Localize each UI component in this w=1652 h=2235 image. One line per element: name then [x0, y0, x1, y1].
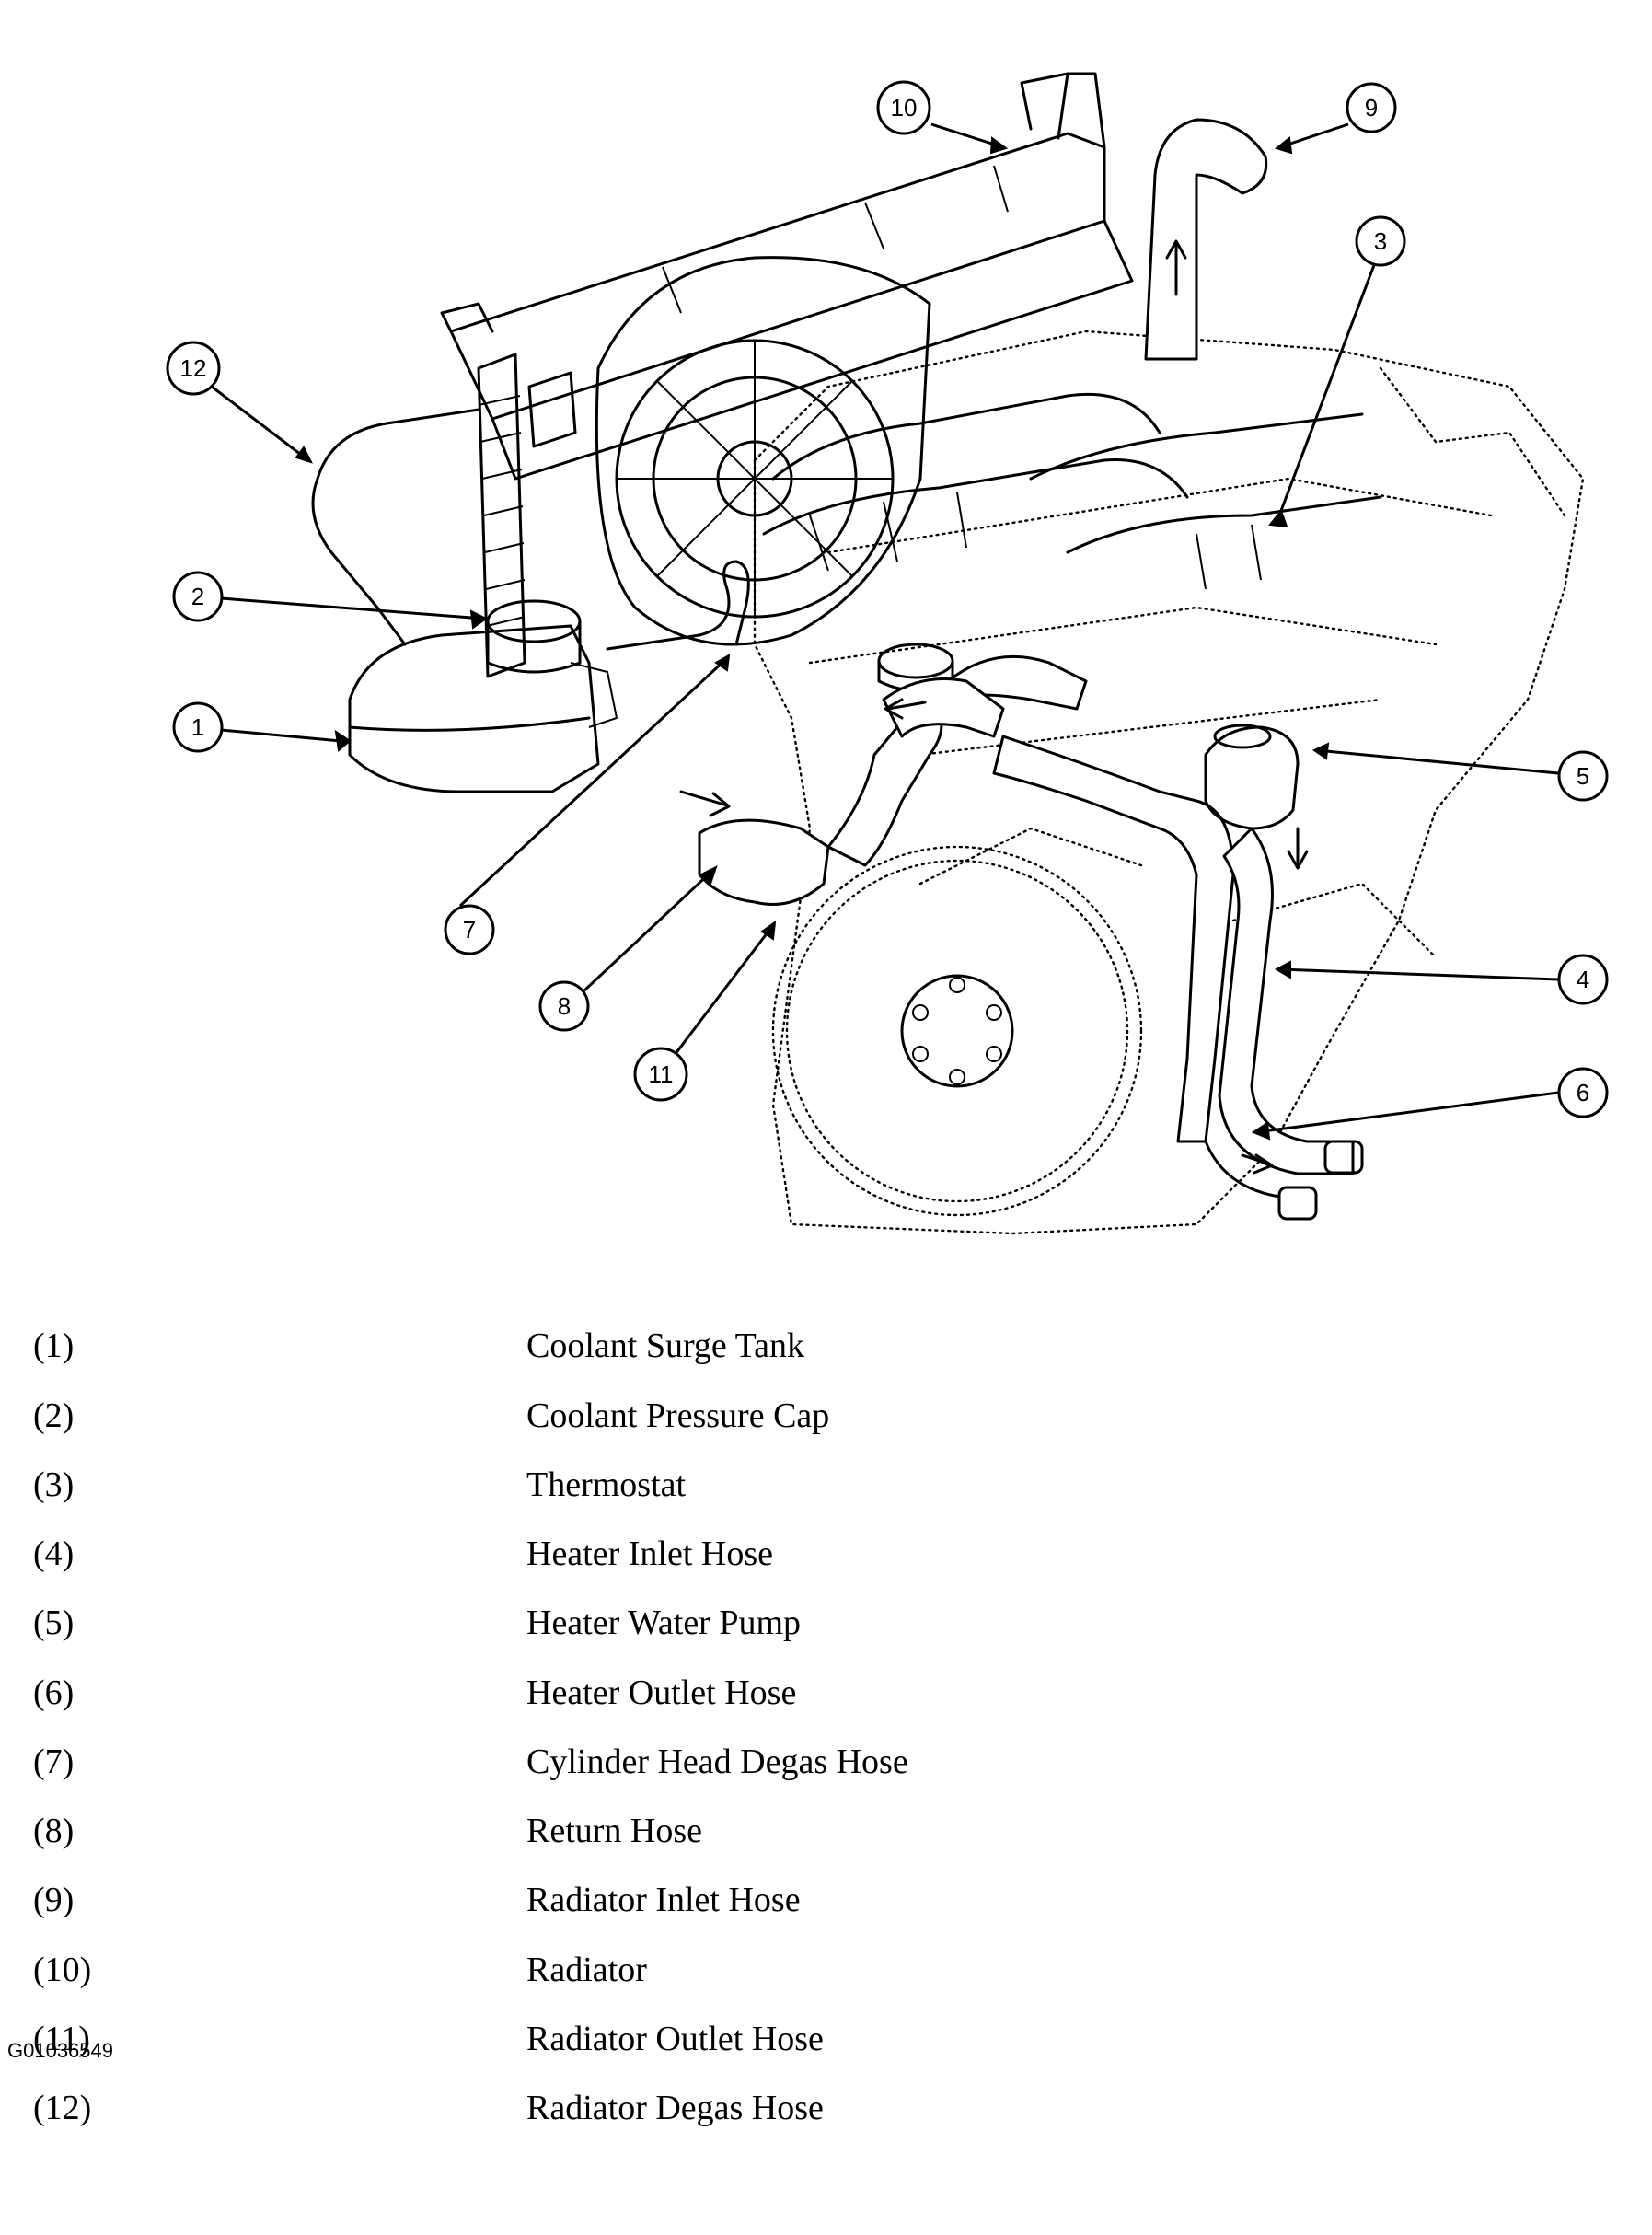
legend-row: (7) Cylinder Head Degas Hose [0, 1742, 1652, 1797]
coolant-surge-tank [348, 599, 618, 793]
callout-number: 10 [891, 94, 918, 122]
upper-return-hose [882, 677, 1005, 738]
callout-12: 12 [166, 341, 221, 396]
legend-label: Thermostat [526, 1465, 687, 1504]
legend-number: (12) [33, 2089, 92, 2127]
radiator-end-tank [477, 353, 577, 678]
callout-number: 6 [1577, 1079, 1589, 1106]
legend-label: Heater Inlet Hose [526, 1534, 773, 1573]
callout-8: 8 [538, 980, 590, 1032]
legend-row: (2) Coolant Pressure Cap [0, 1395, 1652, 1451]
legend-number: (5) [33, 1604, 75, 1642]
leader-1 [220, 728, 341, 743]
callout-9: 9 [1346, 82, 1397, 133]
callout-number: 2 [191, 583, 204, 610]
radiator-degas-hose [311, 477, 407, 646]
callout-7: 7 [444, 904, 495, 955]
radiator [440, 72, 1134, 481]
flow-arrows [679, 239, 1309, 1175]
legend-label: Radiator Degas Hose [526, 2089, 824, 2127]
callout-number: 1 [191, 713, 204, 741]
legend-label: Coolant Surge Tank [526, 1326, 805, 1365]
cylinder-head-degas-hose [606, 560, 750, 651]
radiator-outlet-hose [698, 818, 830, 906]
leader-7 [458, 656, 729, 908]
cooling-system-illustration: 1 2 3 4 5 6 7 8 9 10 11 12 [166, 72, 1609, 1235]
callout-number: 12 [180, 354, 207, 382]
callout-1: 1 [172, 701, 224, 753]
callout-6: 6 [1557, 1067, 1609, 1118]
legend-number: (1) [33, 1326, 75, 1365]
leader-5 [1315, 748, 1559, 775]
callout-number: 9 [1365, 94, 1378, 122]
legend-label: Heater Outlet Hose [526, 1673, 797, 1712]
radiator-inlet-hose [1144, 118, 1268, 361]
fan-shroud [595, 256, 931, 646]
legend-number: (6) [33, 1673, 75, 1712]
legend-label: Heater Water Pump [526, 1604, 802, 1642]
legend-label: Radiator Inlet Hose [526, 1881, 801, 1919]
legend-label: Radiator Outlet Hose [526, 2020, 824, 2058]
radiator-degas-hose-upper [316, 408, 480, 481]
callout-number: 4 [1577, 966, 1589, 993]
callout-2: 2 [172, 571, 224, 622]
legend-number: (4) [33, 1534, 75, 1573]
callout-3: 3 [1355, 215, 1406, 267]
legend-number: (11) [33, 2020, 90, 2058]
leader-4 [1278, 967, 1559, 981]
legend-number: (8) [33, 1812, 75, 1850]
figure-code: G01036549 [7, 2039, 113, 2062]
legend-label: Cylinder Head Degas Hose [526, 1743, 908, 1781]
legend-number: (3) [33, 1465, 75, 1504]
legend-row: (9) Radiator Inlet Hose [0, 1880, 1652, 1935]
leader-12 [211, 385, 309, 462]
heater-inlet-hose [992, 735, 1235, 1143]
callout-5: 5 [1557, 750, 1609, 802]
legend-number: (2) [33, 1396, 75, 1435]
legend-row: (12) Radiator Degas Hose [0, 2088, 1652, 2143]
callout-11: 11 [633, 1047, 688, 1102]
legend-number: (7) [33, 1743, 75, 1781]
legend-row: (8) Return Hose [0, 1811, 1652, 1866]
callout-number: 5 [1577, 762, 1589, 790]
callout-number: 7 [463, 916, 476, 944]
legend-row: (11) Radiator Outlet Hose [0, 2019, 1652, 2074]
flywheel [771, 845, 1143, 1217]
legend-row: (3) Thermostat [0, 1465, 1652, 1520]
leader-8 [569, 868, 715, 1005]
heater-hose-fittings [1204, 1140, 1364, 1221]
callouts: 1 2 3 4 5 6 7 8 9 10 11 12 [166, 80, 1609, 1118]
callout-number: 8 [558, 992, 571, 1020]
leader-lines [211, 122, 1559, 1141]
legend-number: (10) [33, 1951, 92, 1989]
legend-row: (1) Coolant Surge Tank [0, 1326, 1652, 1381]
callout-10: 10 [876, 80, 931, 135]
heater-water-pump [1204, 724, 1300, 830]
callout-number: 3 [1374, 227, 1387, 255]
legend-row: (4) Heater Inlet Hose [0, 1534, 1652, 1589]
callout-4: 4 [1557, 954, 1609, 1005]
callout-number: 11 [649, 1060, 674, 1088]
leader-3 [1277, 264, 1376, 516]
legend-label: Coolant Pressure Cap [526, 1396, 830, 1435]
legend-label: Radiator [526, 1951, 647, 1989]
leader-11 [670, 924, 775, 1060]
legend-row: (10) Radiator [0, 1950, 1652, 2005]
leader-2 [220, 596, 484, 620]
leader-6 [1255, 1091, 1559, 1134]
legend-number: (9) [33, 1881, 75, 1919]
legend-row: (6) Heater Outlet Hose [0, 1673, 1652, 1728]
legend-label: Return Hose [526, 1812, 703, 1850]
legend-row: (5) Heater Water Pump [0, 1603, 1652, 1658]
